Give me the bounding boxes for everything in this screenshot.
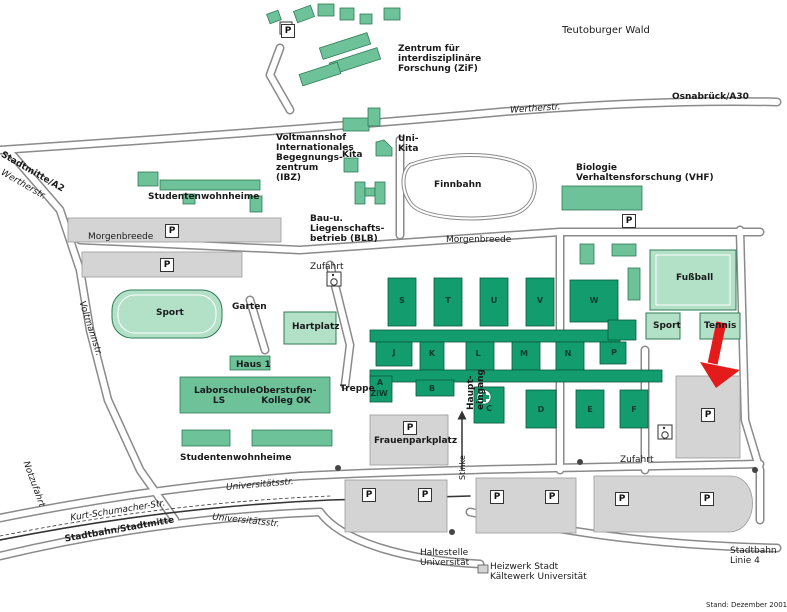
building-u: U [490, 296, 498, 305]
first-aid-icon [476, 389, 492, 405]
label-sport-left: Sport [156, 308, 184, 318]
building-a: A [376, 378, 384, 387]
building-l: L [475, 349, 481, 358]
label-stadtbahn-linie4: Stadtbahn Linie 4 [730, 546, 777, 566]
label-laborschule: Laborschule LS [194, 386, 256, 406]
label-frauenparkplatz: Frauenparkplatz [374, 436, 458, 446]
parking-sign: P [160, 258, 174, 272]
label-haltestelle: Haltestelle Universität [420, 548, 470, 568]
wheelchair-icon [657, 424, 673, 440]
parking-sign: P [545, 490, 559, 504]
building-ziw: ZiW [370, 389, 388, 398]
label-osnabrueck: Osnabrück/A30 [672, 92, 749, 102]
red-arrow [700, 321, 740, 388]
label-heizwerk: Heizwerk Stadt Kältewerk Universität [490, 562, 587, 582]
parking-sign: P [615, 492, 629, 506]
parking-sign: P [700, 492, 714, 506]
building-f: F [631, 405, 637, 414]
label-fussball: Fußball [676, 273, 714, 283]
label-morgenbreede-right: Morgenbreede [446, 235, 512, 245]
main-building [369, 277, 663, 429]
building-v: V [536, 296, 544, 305]
label-stand: Stand: Dezember 2001 [706, 601, 787, 609]
building-n: N [564, 349, 572, 358]
label-haus1: Haus 1 [236, 360, 271, 370]
building-d: D [537, 405, 545, 414]
label-blb: Bau-u. Liegenschafts- betrieb (BLB) [310, 214, 385, 244]
building-c: C [486, 404, 492, 413]
junction-markers [335, 459, 758, 535]
building-p: P [611, 348, 617, 357]
label-tennis: Tennis [704, 321, 737, 331]
building-k: K [428, 349, 436, 358]
label-zif: Zentrum für interdisziplinäre Forschung … [398, 44, 482, 74]
parking-sign: P [701, 408, 715, 422]
parking-sign: P [165, 224, 179, 238]
parking-sign: P [418, 488, 432, 502]
label-zufahrt-top: Zufahrt [310, 262, 344, 272]
parking-sign: P [622, 214, 636, 228]
wheelchair-icon [326, 271, 342, 287]
label-morgenbreede-left: Morgenbreede [88, 232, 154, 242]
sports-fields [111, 249, 741, 345]
parking-sign: P [403, 421, 417, 435]
building-w: W [589, 296, 599, 305]
parking-sign: P [362, 488, 376, 502]
label-studentenwohnheime-top: Studentenwohnheime [148, 192, 260, 202]
label-studentenwohnheime-bottom: Studentenwohnheime [180, 453, 292, 463]
label-oberstufenkolleg: Oberstufen-Kolleg OK [255, 386, 317, 406]
label-voltmannshof: Voltmannshof Internationales Begegnungs-… [276, 133, 354, 183]
label-garten: Garten [232, 302, 267, 312]
building-t: T [445, 296, 451, 305]
label-uni-kita: Uni- Kita [398, 134, 419, 154]
label-kita: Kita [342, 150, 363, 160]
building-s: S [399, 296, 405, 305]
label-treppe: Treppe [340, 384, 375, 394]
label-haupteingang: Haupt- eingang [466, 369, 486, 410]
label-biologie: Biologie Verhaltensforschung (VHF) [576, 163, 714, 183]
building-b: B [428, 384, 436, 393]
parking-sign: P [490, 490, 504, 504]
parking-sign: P [281, 24, 295, 38]
label-stinke: Stinke [458, 455, 467, 480]
building-j: J [392, 348, 396, 357]
label-finnbahn: Finnbahn [434, 180, 482, 190]
label-sport-right: Sport [653, 321, 681, 331]
label-teutoburger-wald: Teutoburger Wald [562, 25, 650, 36]
building-m: M [520, 349, 528, 358]
building-e: E [587, 405, 593, 414]
heizwerk-building [477, 564, 489, 574]
label-hartplatz: Hartplatz [292, 322, 340, 332]
parking-areas [67, 217, 753, 534]
label-zufahrt-bottom: Zufahrt [620, 455, 654, 465]
